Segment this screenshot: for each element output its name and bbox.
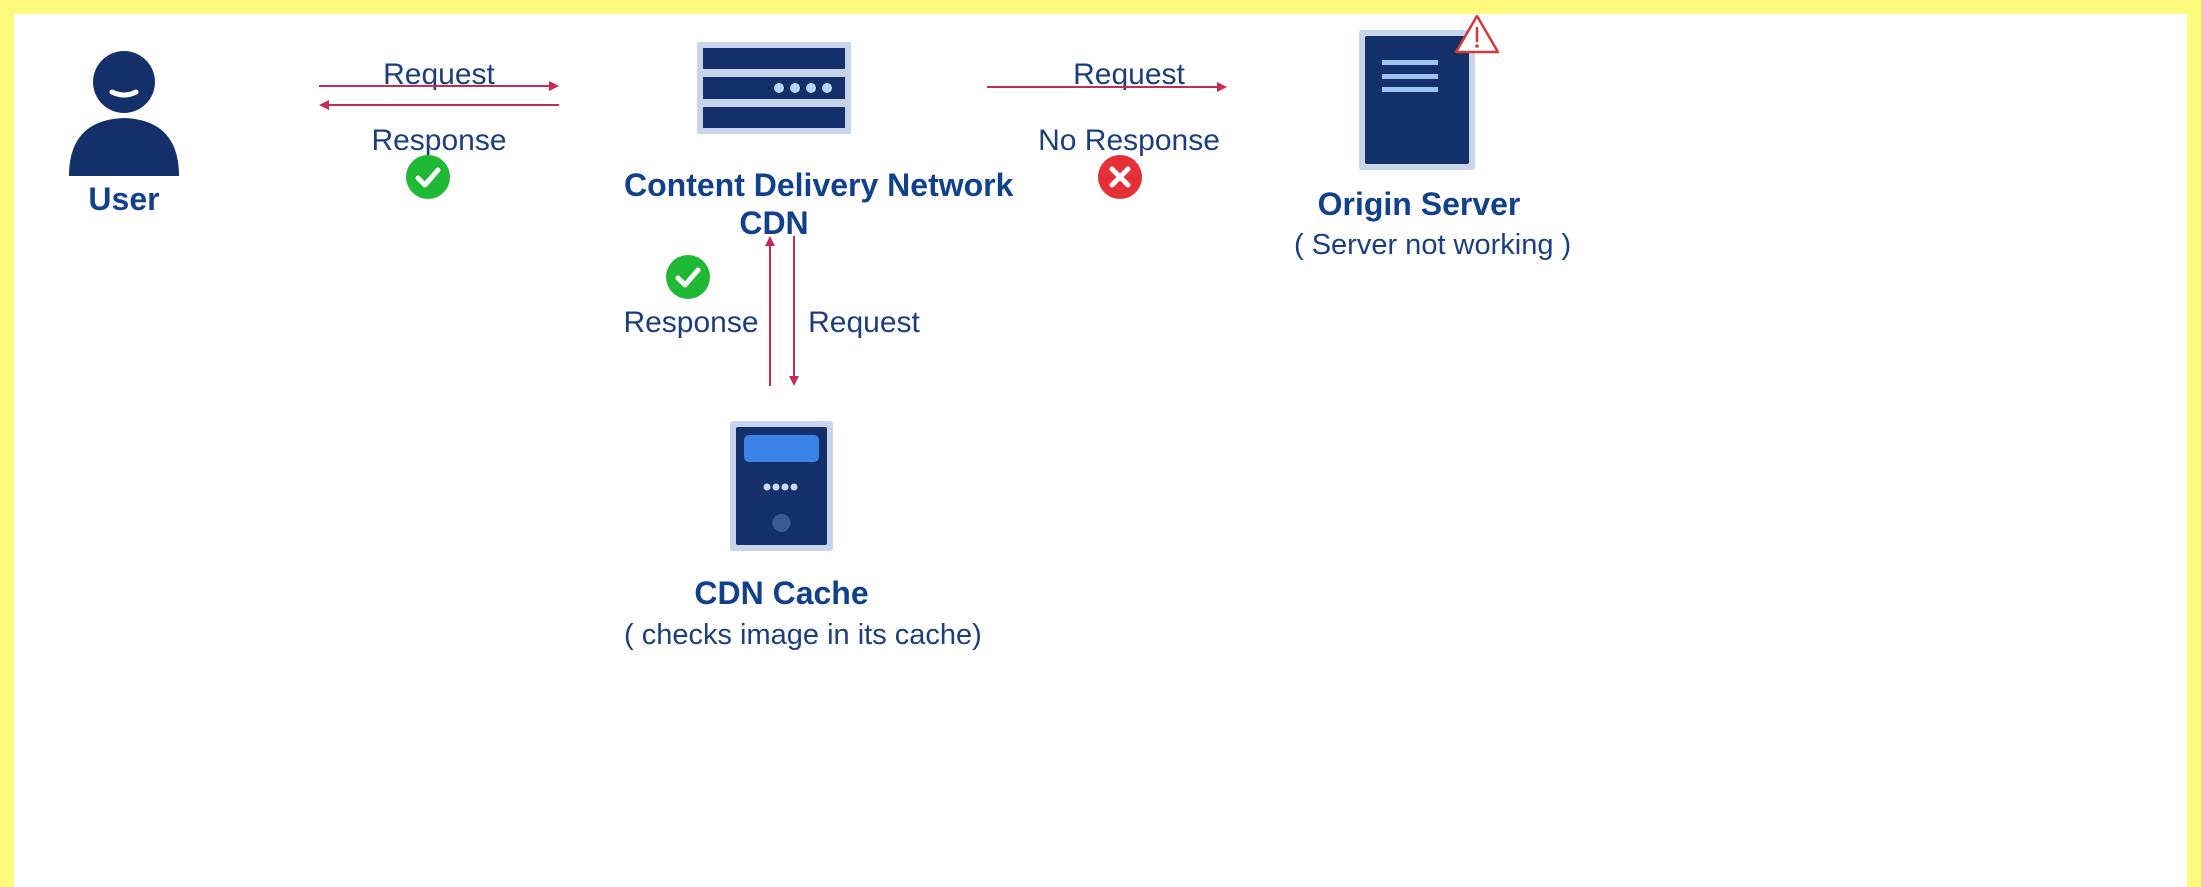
cdn-cache-request-arrow: [789, 236, 799, 386]
user-title: User: [88, 181, 160, 217]
cache-subtitle: ( checks image in its cache): [624, 619, 982, 651]
server-tower-icon: [1359, 30, 1475, 170]
cdn-origin-request-arrow: [987, 82, 1227, 92]
cdn-cache-request-label: Request: [808, 306, 920, 339]
origin-title: Origin Server: [1317, 186, 1521, 222]
network-server-icon: [697, 42, 851, 134]
user-cdn-response-label: Response: [371, 124, 507, 157]
cdn-title-line1: Content Delivery Network: [624, 167, 1014, 203]
diagram-canvas: User Request Response Content Delivery N…: [14, 14, 2187, 887]
user-cdn-response-arrow: [319, 100, 559, 110]
user-cdn-request-arrow: [319, 81, 559, 91]
cdn-title-line2: CDN: [739, 205, 809, 241]
cdn-cache-response-label: Response: [623, 306, 759, 339]
cdn-cache-response-arrow: [765, 236, 775, 386]
cdn-origin-response-label: No Response: [1038, 124, 1220, 157]
warning-icon: [1454, 14, 1500, 54]
origin-subtitle: ( Server not working ): [1294, 229, 1572, 261]
user-icon: [69, 51, 179, 176]
cache-server-icon: [730, 421, 833, 551]
cdn-origin-request-label: Request: [1073, 58, 1185, 91]
check-circle-icon: [406, 155, 450, 199]
cache-title: CDN Cache: [694, 575, 869, 611]
x-circle-icon: [1098, 155, 1142, 199]
check-circle-icon: [666, 255, 710, 299]
